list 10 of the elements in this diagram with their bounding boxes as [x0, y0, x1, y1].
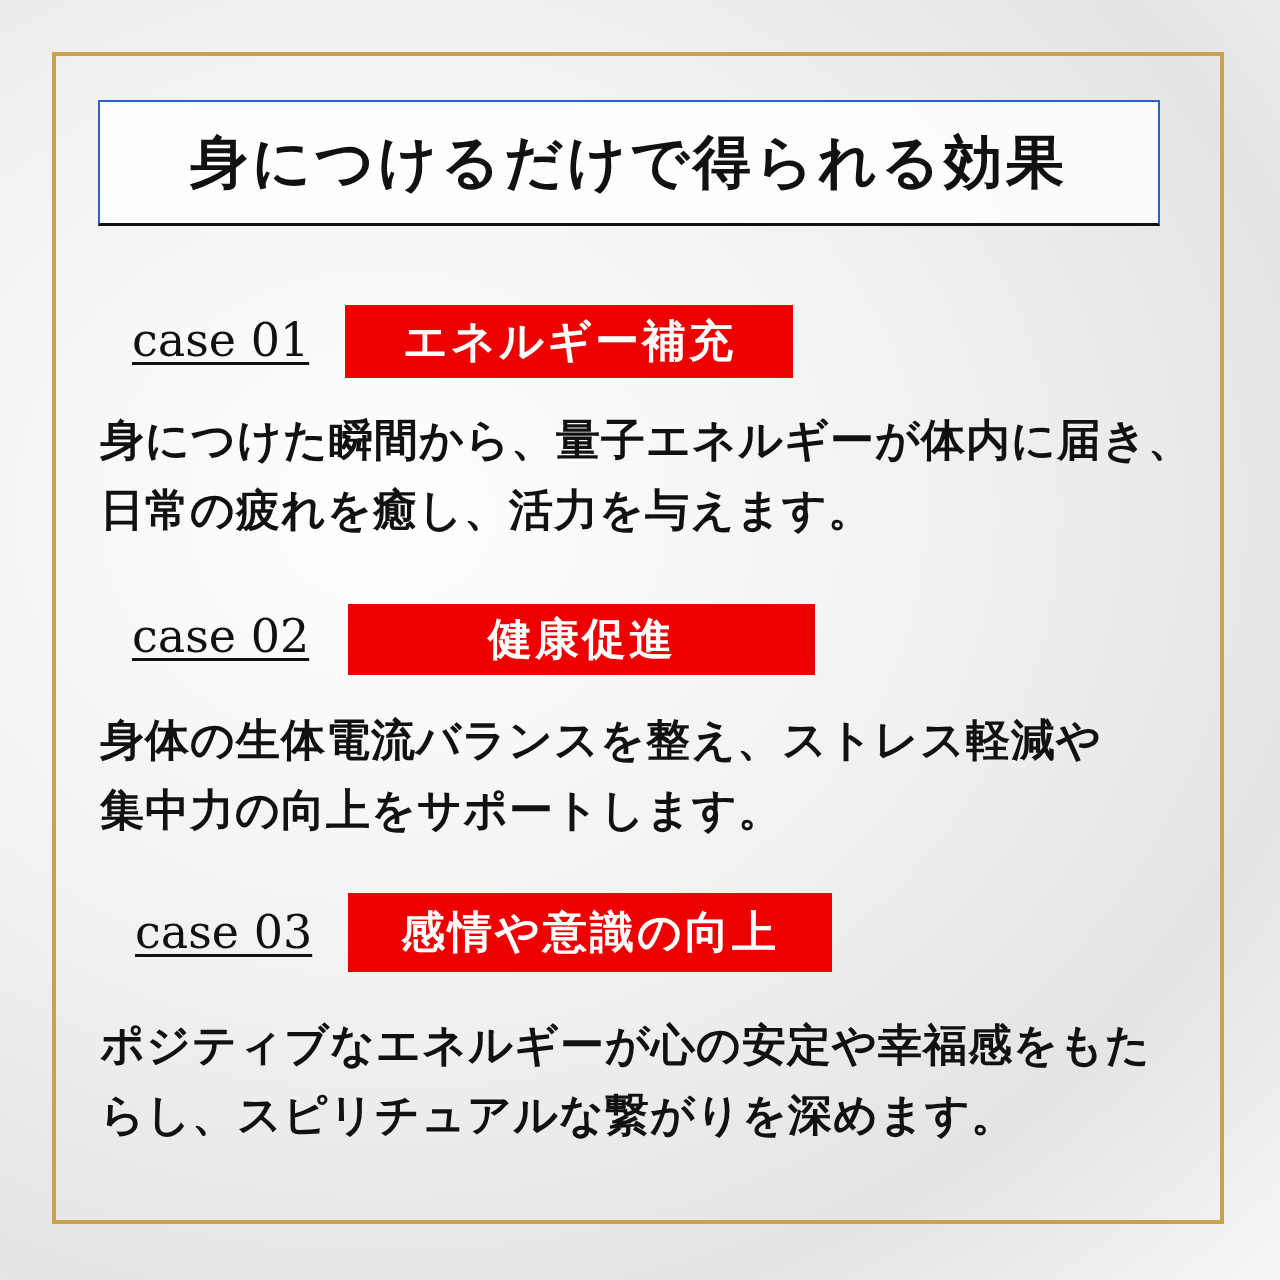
- category-tag: エネルギー補充: [345, 305, 793, 378]
- case-number: case 03: [135, 905, 313, 959]
- category-tag: 感情や意識の向上: [348, 893, 832, 972]
- case-number: case 01: [132, 313, 310, 367]
- description-text: 身体の生体電流バランスを整え、ストレス軽減や集中力の向上をサポートします。: [100, 713, 1103, 837]
- title-banner: 身につけるだけで得られる効果: [98, 100, 1160, 226]
- category-tag: 健康促進: [348, 604, 815, 675]
- description-text: 身につけた瞬間から、量子エネルギーが体内に届き、日常の疲れを癒し、活力を与えます。: [100, 413, 1194, 537]
- case-number: case 02: [132, 609, 310, 663]
- description-text: ポジティブなエネルギーが心の安定や幸福感をもたらし、スピリチュアルな繋がりを深めます。: [100, 1018, 1152, 1142]
